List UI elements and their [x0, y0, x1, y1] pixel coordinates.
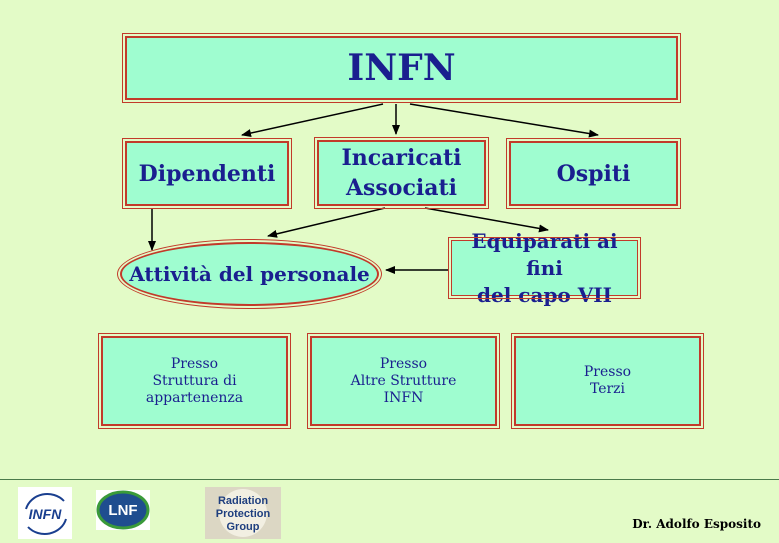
presso-struttura-box: Presso Struttura di appartenenza: [98, 333, 291, 429]
infn-logo-text: INFN: [29, 506, 63, 522]
ospiti-box: Ospiti: [506, 138, 681, 209]
associati-label: Associati: [345, 175, 458, 201]
footer-divider: [0, 479, 779, 480]
author-name: Dr. Adolfo Esposito: [632, 517, 761, 531]
attivita-label: Attività del personale: [129, 262, 370, 286]
rpg-line1: Radiation: [218, 495, 268, 507]
box2-line2: Altre Strutture: [350, 372, 457, 389]
arrow-infn-ospiti: [409, 103, 599, 138]
equiparati-line1: Equiparati ai fini: [471, 228, 618, 280]
box1-line2: Struttura di: [152, 372, 237, 389]
lnf-logo-text: LNF: [108, 502, 137, 519]
ospiti-label: Ospiti: [556, 160, 631, 187]
rpg-line3: Group: [227, 521, 260, 533]
infn-box: INFN: [122, 33, 681, 103]
incaricati-box: Incaricati Associati: [314, 137, 489, 209]
infn-title: INFN: [347, 47, 456, 89]
presso-altre-strutture-box: Presso Altre Strutture INFN: [307, 333, 500, 429]
radiation-protection-group-logo: Radiation Protection Group: [205, 487, 281, 539]
arrow-incaricati-attivita: [267, 207, 386, 238]
incaricati-label: Incaricati: [341, 145, 462, 171]
box1-line3: appartenenza: [145, 389, 244, 406]
presso-terzi-box: Presso Terzi: [511, 333, 704, 429]
dipendenti-box: Dipendenti: [122, 138, 292, 209]
arrow-infn-dipendenti: [241, 103, 384, 137]
arrow-incaricati-equiparati: [424, 207, 549, 233]
box3-line1: Presso: [583, 364, 632, 380]
rpg-line2: Protection: [216, 508, 271, 520]
box2-line1: Presso: [379, 355, 428, 372]
lnf-logo: LNF: [96, 490, 150, 530]
dipendenti-label: Dipendenti: [138, 160, 276, 187]
equiparati-box: Equiparati ai fini del capo VII: [448, 229, 641, 307]
box2-line3: INFN: [383, 389, 424, 406]
attivita-ellipse: Attività del personale: [117, 239, 382, 309]
box1-line1: Presso: [170, 355, 219, 372]
infn-logo: INFN: [18, 487, 72, 539]
box3-line2: Terzi: [589, 381, 626, 397]
equiparati-line2: del capo VII: [477, 282, 612, 307]
